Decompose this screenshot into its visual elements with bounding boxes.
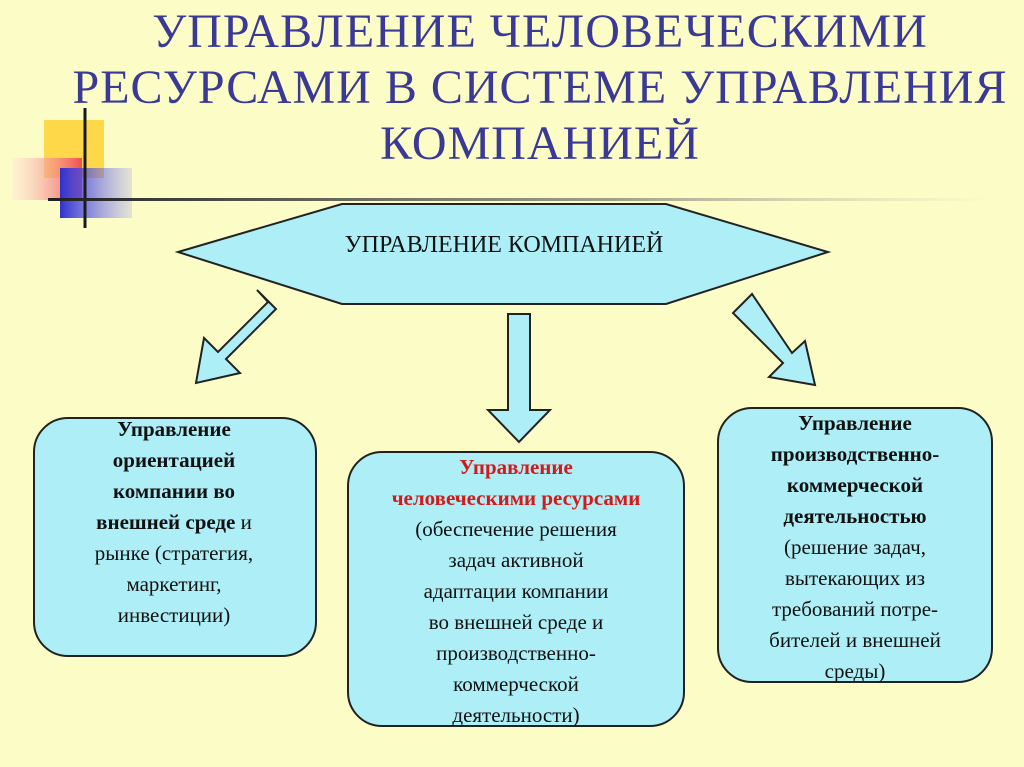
center-box-line-7: производственно- xyxy=(436,641,596,665)
right-box-heading-4: деятельностью xyxy=(783,504,927,528)
horizontal-rule xyxy=(48,198,988,201)
production-commercial-box: Управление производственно- коммерческой… xyxy=(718,408,992,687)
left-box-line-5: рынке (стратегия, xyxy=(94,541,254,565)
arrow-left xyxy=(194,289,278,385)
hr-management-box: Управление человеческими ресурсами (обес… xyxy=(348,452,684,731)
company-management-node xyxy=(174,203,832,305)
left-box-frame xyxy=(33,417,317,657)
right-box-frame xyxy=(717,407,993,683)
page-title: УПРАВЛЕНИЕ ЧЕЛОВЕЧЕСКИМИ РЕСУРСАМИ В СИС… xyxy=(40,4,1024,172)
right-box-line-8: бителей и внешней xyxy=(769,628,941,652)
left-box-heading-4: внешней среде xyxy=(96,510,236,534)
arrow-right xyxy=(731,292,817,387)
external-orientation-box: Управление ориентацией компании во внешн… xyxy=(34,414,314,631)
right-box-heading-3: коммерческой xyxy=(786,473,924,497)
blue-square xyxy=(60,168,132,218)
center-box-heading-1: Управление xyxy=(459,455,573,479)
center-box-line-3: (обеспечение решения xyxy=(415,517,617,541)
right-box-line-6: вытекающих из xyxy=(784,566,926,590)
center-box-heading-2: человеческими ресурсами xyxy=(391,486,641,510)
right-box-heading-2: производственно- xyxy=(770,442,940,466)
left-box-line-4-rest: и xyxy=(235,510,252,534)
center-box-frame xyxy=(347,451,685,727)
left-box-heading-2: ориентацией xyxy=(112,448,236,472)
arrow-center xyxy=(485,313,553,444)
left-box-line-7: инвестиции) xyxy=(117,603,231,627)
center-box-line-5: адаптации компании xyxy=(423,579,609,603)
center-box-line-8: коммерческой xyxy=(453,672,579,696)
left-box-line-6: маркетинг, xyxy=(126,572,222,596)
center-box-line-4: задач активной xyxy=(448,548,584,572)
right-box-line-5: (решение задач, xyxy=(784,535,926,559)
company-management-label: УПРАВЛЕНИЕ КОМПАНИЕЙ xyxy=(344,232,664,258)
center-box-line-6: во внешней среде и xyxy=(428,610,604,634)
title-line-1: УПРАВЛЕНИЕ ЧЕЛОВЕЧЕСКИМИ xyxy=(152,5,928,58)
right-box-line-9: среды) xyxy=(824,659,886,683)
decorative-squares xyxy=(12,108,988,228)
right-box-line-7: требований потре- xyxy=(771,597,939,621)
title-line-3: КОМПАНИЕЙ xyxy=(380,117,700,170)
center-box-line-9: деятельности) xyxy=(452,703,580,727)
title-line-2: РЕСУРСАМИ В СИСТЕМЕ УПРАВЛЕНИЯ xyxy=(72,61,1008,114)
left-box-heading-1: Управление xyxy=(117,417,231,441)
left-box-heading-3: компании во xyxy=(112,479,236,503)
right-box-heading-1: Управление xyxy=(798,411,912,435)
